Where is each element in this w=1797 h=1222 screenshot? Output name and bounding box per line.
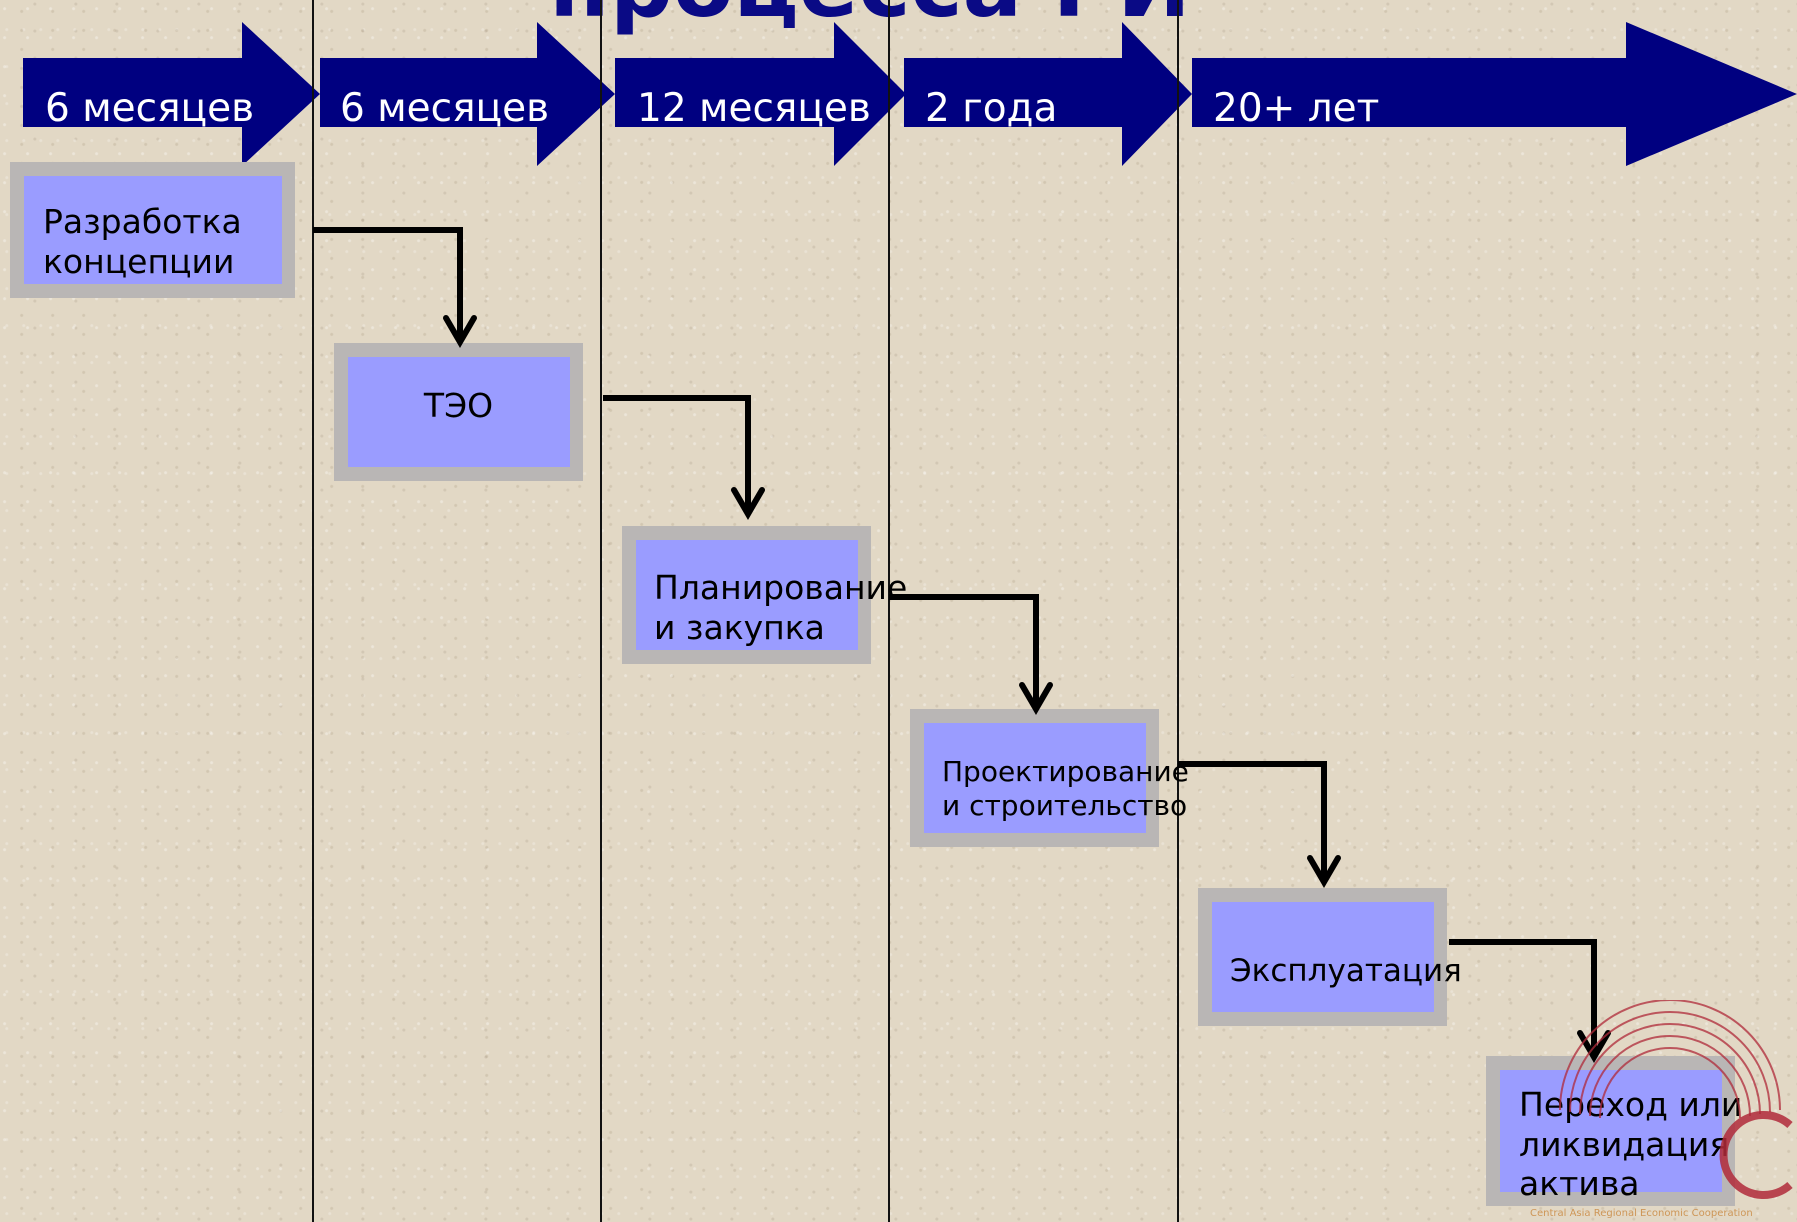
- duration-label: 6 месяцев: [45, 86, 255, 131]
- stage-label-line: Проектирование: [942, 755, 1189, 788]
- arrowhead: [1019, 682, 1053, 715]
- arrowhead: [1307, 855, 1341, 888]
- timeline-arrow-5: [1192, 22, 1797, 166]
- stage-box-concept: [10, 162, 295, 298]
- connector-arrow: [889, 594, 1039, 707]
- connector-arrow: [1449, 939, 1597, 1055]
- stage-box-fill: [348, 357, 570, 467]
- stage-label-line: и строительство: [942, 788, 1188, 822]
- phase-divider: [888, 0, 890, 1222]
- stage-box-fill: [24, 176, 282, 284]
- stage-box-fill: [1500, 1070, 1722, 1192]
- stage-label: Планирование и закупка: [654, 568, 907, 647]
- stage-label: ТЭО: [423, 386, 494, 425]
- stage-label-line: Планирование: [654, 568, 908, 607]
- connector-arrow: [1178, 761, 1327, 880]
- logo-caption: Central Asia Regional Economic Cooperati…: [1530, 1208, 1753, 1219]
- stage-box-fill: [636, 540, 858, 650]
- stage-label-line: и закупка: [654, 607, 825, 647]
- duration-label: 20+ лет: [1213, 86, 1380, 131]
- stage-box-planning: [622, 526, 871, 664]
- stage-label-line: актива: [1519, 1164, 1640, 1204]
- stage-box-fill: [1212, 902, 1434, 1012]
- stage-box-transfer: [1486, 1056, 1735, 1206]
- phase-divider: [1177, 0, 1179, 1222]
- arrowhead: [443, 315, 477, 348]
- timeline-arrow-1: [23, 22, 320, 166]
- stage-label-line: ликвидация: [1519, 1124, 1730, 1164]
- connector-arrow: [313, 227, 463, 340]
- phase-divider: [312, 0, 314, 1222]
- stage-box-operation: [1198, 888, 1447, 1026]
- timeline-arrow-3: [615, 22, 906, 166]
- stage-label: Проектирование и строительство: [942, 755, 1189, 822]
- arrowhead: [731, 487, 765, 520]
- stage-box-feasibility: [334, 343, 583, 481]
- slide-title: процесса РИ: [520, 0, 1220, 30]
- stage-box-construction: [910, 709, 1159, 847]
- duration-label: 12 месяцев: [637, 86, 871, 131]
- stage-box-fill: [924, 723, 1146, 833]
- connector-arrow: [603, 395, 751, 512]
- stage-label-line: концепции: [43, 241, 235, 281]
- duration-label: 2 года: [925, 86, 1058, 131]
- timeline-arrow-2: [320, 22, 615, 166]
- stage-label: Разработка концепции: [43, 202, 242, 281]
- stage-label-line: Разработка: [43, 202, 242, 241]
- phase-divider: [600, 0, 602, 1222]
- timeline-arrow-4: [904, 22, 1192, 166]
- organization-logo: [1559, 1000, 1793, 1199]
- stage-label: Переход или ликвидация актива: [1519, 1085, 1742, 1204]
- stage-label-line: Переход или: [1519, 1085, 1743, 1124]
- duration-label: 6 месяцев: [340, 86, 550, 131]
- stage-label: Эксплуатация: [1230, 953, 1462, 989]
